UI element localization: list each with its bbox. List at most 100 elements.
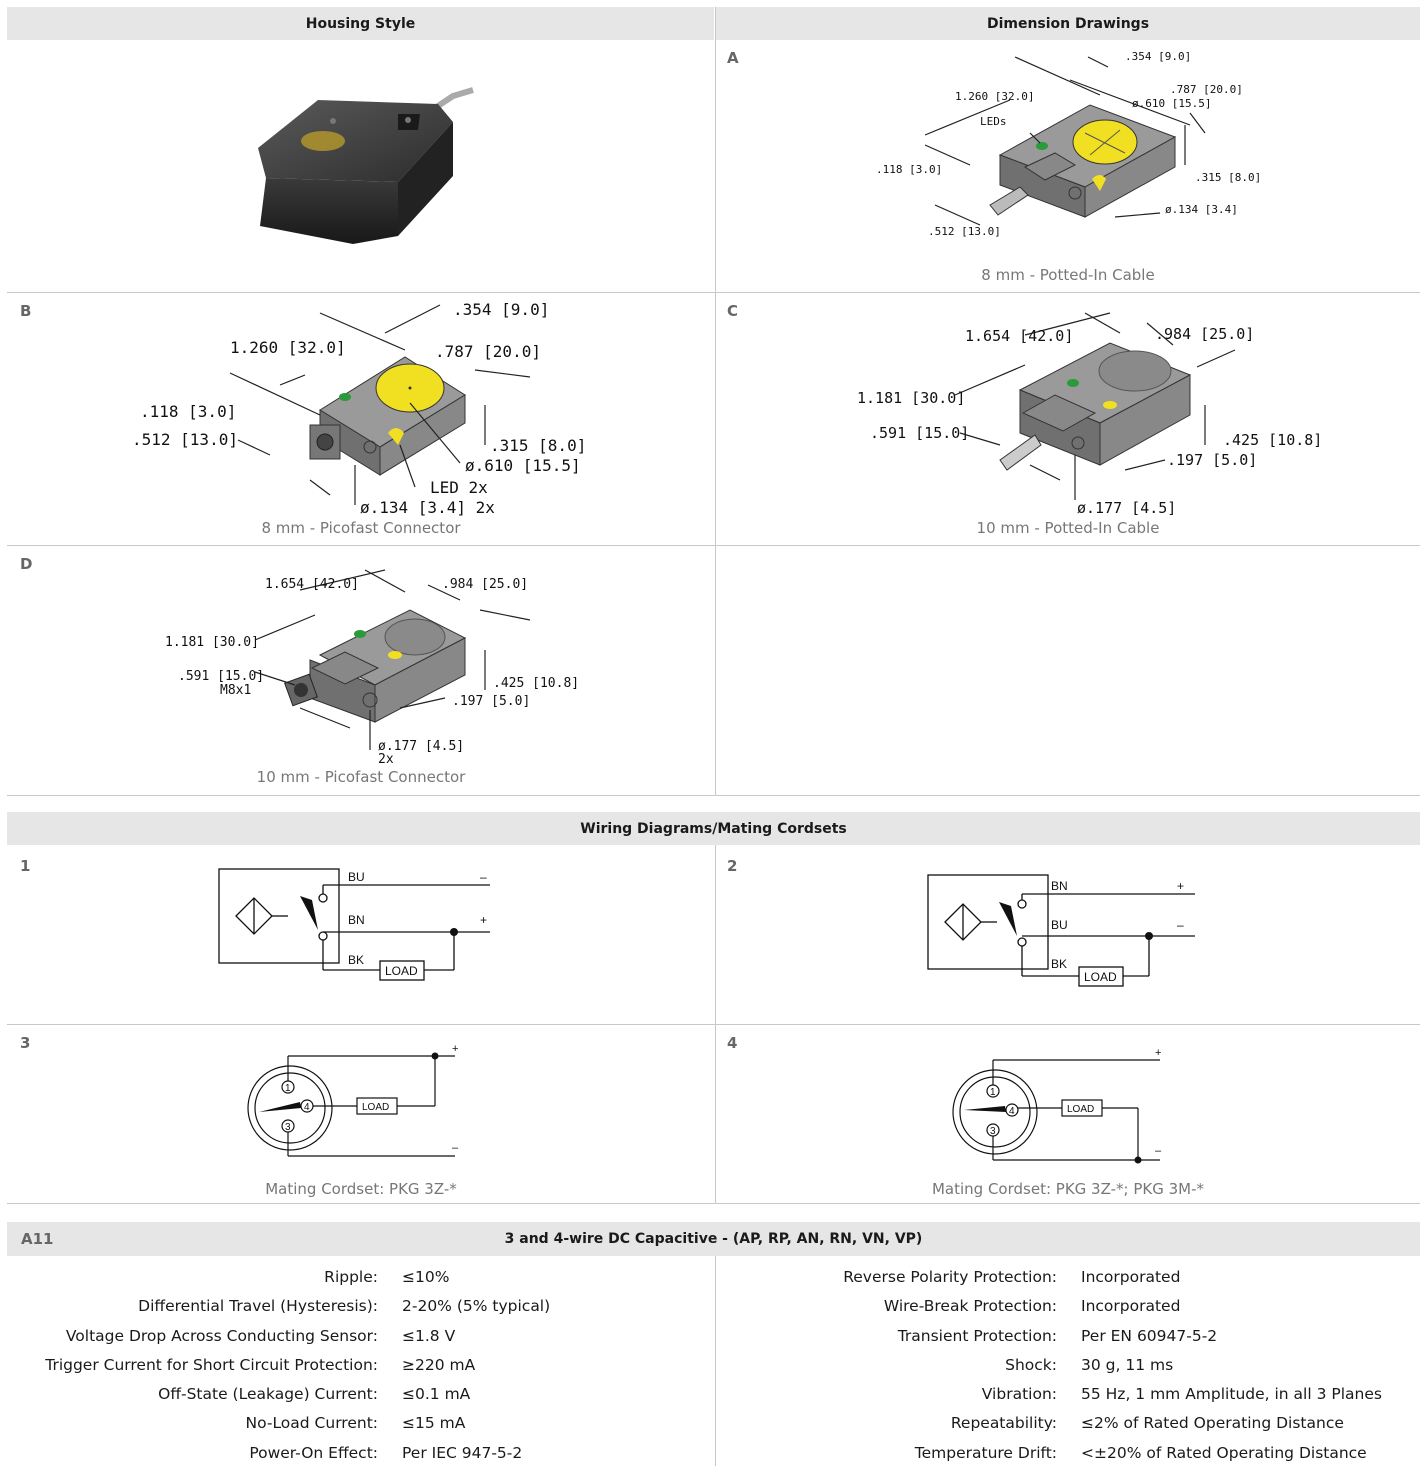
spec-key: Power-On Effect: <box>249 1443 378 1462</box>
divider <box>7 545 1420 546</box>
housing-style-header: Housing Style <box>7 7 714 40</box>
spec-value: ≤10% <box>402 1268 450 1286</box>
wiring-diagram-4: 1 4 3 + – LOAD <box>952 1047 1162 1164</box>
drawing-b-label: B <box>20 302 32 320</box>
svg-text:1.181 [30.0]: 1.181 [30.0] <box>857 389 965 407</box>
svg-text:–: – <box>480 870 487 884</box>
svg-text:–: – <box>1177 918 1184 932</box>
spec-key: Ripple: <box>324 1268 378 1286</box>
spec-value: ≤1.8 V <box>402 1326 456 1345</box>
svg-text:.118 [3.0]: .118 [3.0] <box>876 163 942 176</box>
spec-row: Vibration:55 Hz, 1 mm Amplitude, in all … <box>716 1380 1420 1409</box>
svg-text:1.654 [42.0]: 1.654 [42.0] <box>265 577 359 592</box>
spec-value: 2-20% (5% typical) <box>402 1297 551 1316</box>
spec-row: Shock: 30 g, 11 ms <box>716 1351 1420 1380</box>
svg-text:.787 [20.0]: .787 [20.0] <box>435 342 541 361</box>
spec-row: Temperature Drift: <±20% of Rated Operati… <box>716 1439 1420 1468</box>
svg-text:ø.134 [3.4]: ø.134 [3.4] <box>1165 203 1238 216</box>
spec-row: No-Load Current:≤15 mA <box>7 1409 715 1438</box>
spec-row: Voltage Drop Across Conducting Sensor: ≤1… <box>7 1322 715 1351</box>
svg-text:.315 [8.0]: .315 [8.0] <box>1195 171 1261 184</box>
divider <box>715 7 716 795</box>
drawing-a-label: A <box>727 49 739 67</box>
svg-text:.354 [9.0]: .354 [9.0] <box>1125 50 1191 63</box>
divider <box>7 292 1420 293</box>
svg-text:.197 [5.0]: .197 [5.0] <box>1167 451 1257 469</box>
spec-value: ≤15 mA <box>402 1414 466 1433</box>
wiring-diagram-3: 1 4 3 + – LOAD <box>247 1043 459 1157</box>
wiring-4-label: 4 <box>727 1034 738 1052</box>
svg-text:.315 [8.0]: .315 [8.0] <box>490 436 586 455</box>
spec-key: Shock: <box>1005 1355 1057 1374</box>
spec-key: Repeatability: <box>950 1414 1057 1433</box>
spec-key: Transient Protection: <box>897 1326 1057 1345</box>
svg-text:.197 [5.0]: .197 [5.0] <box>452 694 530 709</box>
svg-text:LOAD: LOAD <box>1084 970 1117 984</box>
spec-value: 30 g, 11 ms <box>1081 1355 1174 1374</box>
spec-row: Reverse Polarity Protection: Incorporated <box>716 1263 1420 1292</box>
spec-key: Wire-Break Protection: <box>883 1297 1057 1316</box>
svg-text:BN: BN <box>1051 879 1068 893</box>
spec-key: Trigger Current for Short Circuit Protec… <box>45 1355 378 1374</box>
spec-key: Voltage Drop Across Conducting Sensor: <box>65 1326 378 1345</box>
wiring-header: Wiring Diagrams/Mating Cordsets <box>7 812 1420 845</box>
spec-value: Incorporated <box>1081 1297 1181 1316</box>
specs-header: A11 3 and 4-wire DC Capacitive - (AP, RP… <box>7 1222 1420 1256</box>
svg-text:LED 2x: LED 2x <box>430 478 488 497</box>
wiring-3-label: 3 <box>20 1034 31 1052</box>
spec-key: Temperature Drift: <box>914 1443 1057 1462</box>
svg-text:1.181 [30.0]: 1.181 [30.0] <box>165 635 259 650</box>
specs-right: Reverse Polarity Protection: Incorporated… <box>716 1263 1420 1468</box>
svg-text:M8x1: M8x1 <box>220 683 251 698</box>
svg-text:BK: BK <box>348 953 364 967</box>
wiring-diagram-1: BU BN BK – + LOAD <box>218 868 490 981</box>
svg-text:BU: BU <box>1051 918 1068 932</box>
svg-text:.425 [10.8]: .425 [10.8] <box>493 676 579 691</box>
svg-text:BK: BK <box>1051 957 1067 971</box>
svg-text:–: – <box>1155 1145 1162 1157</box>
drawing-c: 1.654 [42.0] .984 [25.0] 1.181 [30.0] .5… <box>857 312 1322 517</box>
svg-text:ø.177 [4.5]: ø.177 [4.5] <box>1077 499 1176 517</box>
svg-text:LEDs: LEDs <box>980 115 1007 128</box>
svg-text:ø.610 [15.5]: ø.610 [15.5] <box>465 456 581 475</box>
drawing-a-caption: 8 mm - Potted-In Cable <box>981 266 1155 284</box>
svg-text:1.260 [32.0]: 1.260 [32.0] <box>230 338 346 357</box>
spec-key: Off-State (Leakage) Current: <box>158 1385 378 1404</box>
divider <box>7 795 1420 796</box>
svg-text:1.260 [32.0]: 1.260 [32.0] <box>955 90 1034 103</box>
spec-value: Per EN 60947-5-2 <box>1081 1326 1218 1345</box>
svg-text:.984 [25.0]: .984 [25.0] <box>1155 325 1254 343</box>
spec-row: Differential Travel (Hysteresis):2-20% (… <box>7 1292 715 1321</box>
svg-text:LOAD: LOAD <box>362 1102 389 1113</box>
spec-value: ≥220 mA <box>402 1355 476 1374</box>
svg-text:LOAD: LOAD <box>385 964 418 978</box>
drawing-a: .354 [9.0] .787 [20.0] ø.610 [15.5] 1.26… <box>876 50 1261 238</box>
spec-value: Per IEC 947-5-2 <box>402 1443 523 1462</box>
drawing-b-caption: 8 mm - Picofast Connector <box>261 519 461 537</box>
wiring-4-caption: Mating Cordset: PKG 3Z-*; PKG 3M-* <box>931 1180 1205 1198</box>
svg-text:.118 [3.0]: .118 [3.0] <box>140 402 236 421</box>
spec-key: Reverse Polarity Protection: <box>843 1268 1057 1286</box>
sensor-housing-photo <box>258 87 474 244</box>
spec-value: ≤0.1 mA <box>402 1385 471 1404</box>
wiring-1-label: 1 <box>20 857 31 875</box>
divider <box>7 1024 1420 1025</box>
spec-value: <±20% of Rated Operating Distance <box>1081 1443 1367 1462</box>
svg-text:.984 [25.0]: .984 [25.0] <box>442 577 528 592</box>
svg-text:+: + <box>452 1043 458 1055</box>
dimension-drawings-header: Dimension Drawings <box>716 7 1420 40</box>
drawing-c-label: C <box>727 302 739 320</box>
svg-text:4: 4 <box>304 1102 310 1113</box>
svg-text:1: 1 <box>285 1083 291 1094</box>
wiring-3-caption: Mating Cordset: PKG 3Z-* <box>265 1180 457 1198</box>
svg-text:.512 [13.0]: .512 [13.0] <box>928 225 1001 238</box>
svg-text:.512 [13.0]: .512 [13.0] <box>132 430 238 449</box>
drawing-b: .354 [9.0] 1.260 [32.0] .787 [20.0] .118… <box>132 300 586 517</box>
spec-row: Repeatability:≤2% of Rated Operating Dis… <box>716 1409 1420 1438</box>
svg-text:BU: BU <box>348 870 365 884</box>
drawing-d: 1.654 [42.0] .984 [25.0] 1.181 [30.0] .5… <box>165 569 579 767</box>
svg-text:1: 1 <box>990 1087 996 1098</box>
spec-value: Incorporated <box>1081 1268 1181 1286</box>
specs-left: Ripple: ≤10% Differential Travel (Hystere… <box>7 1263 715 1468</box>
specs-code: A11 <box>21 1230 54 1248</box>
